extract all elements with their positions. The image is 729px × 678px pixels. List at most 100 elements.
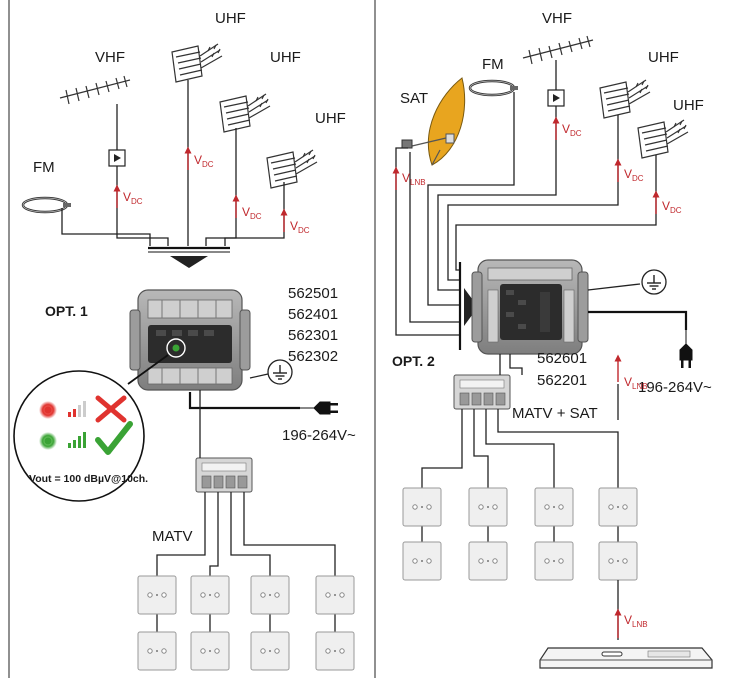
status-led (172, 344, 180, 352)
svg-text:V: V (624, 167, 632, 181)
satellite-receiver-icon (539, 647, 713, 669)
label-fm: FM (33, 159, 55, 176)
label-sat: SAT (400, 90, 428, 107)
svg-text:DC: DC (202, 160, 214, 169)
svg-text:V: V (242, 205, 250, 219)
left-vdc-4: V DC (280, 208, 310, 235)
svg-text:V: V (402, 171, 410, 185)
vhf-preamp-icon (108, 149, 126, 167)
right-vdc-1: V DC (552, 116, 582, 140)
left-outlet-1 (137, 575, 177, 615)
label-uhf-right-2: UHF (673, 97, 704, 114)
right-outlet-5 (402, 541, 442, 581)
label-fm-right: FM (482, 56, 504, 73)
right-input-arrow-icon (464, 288, 478, 326)
right-outlet-6 (468, 541, 508, 581)
led-status-panel: Vout = 100 dBµV@10ch. (13, 370, 148, 502)
left-splitter (195, 457, 253, 493)
power-plug-right-icon (679, 329, 693, 369)
led-highlight-ring (166, 338, 186, 358)
cross-icon (95, 395, 127, 423)
right-outlet-7 (534, 541, 574, 581)
left-vdc-1: V DC (113, 184, 143, 208)
right-outlet-3 (534, 487, 574, 527)
svg-text:DC: DC (250, 212, 262, 221)
ground-right-icon (641, 269, 667, 295)
option-1-label: OPT. 1 (45, 303, 88, 319)
left-distribution-label: MATV (152, 528, 193, 545)
right-vdc-2: V DC (614, 158, 644, 183)
svg-text:DC: DC (298, 226, 310, 235)
svg-text:V: V (662, 199, 670, 213)
fm-antenna-right-icon (468, 79, 520, 97)
right-outlet-2 (468, 487, 508, 527)
option-2-label: OPT. 2 (392, 353, 435, 369)
right-power-label: 196-264V~ (638, 379, 712, 396)
right-outlet-1 (402, 487, 442, 527)
uhf-antenna-right-2-icon (637, 119, 689, 159)
vhf-antenna-right-icon (522, 35, 594, 65)
svg-text:DC: DC (670, 206, 682, 215)
right-vdc-3: V DC (652, 190, 682, 215)
left-outlet-2 (190, 575, 230, 615)
satellite-dish-icon (401, 77, 466, 166)
left-outlet-5 (137, 631, 177, 671)
svg-text:LNB: LNB (632, 382, 648, 391)
weak-signal-icon (68, 401, 86, 417)
right-vlnb-3: V LNB (614, 608, 648, 638)
power-plug-icon (299, 401, 339, 415)
label-uhf-right-1: UHF (648, 49, 679, 66)
svg-text:V: V (624, 375, 632, 389)
svg-text:LNB: LNB (632, 620, 648, 629)
label-uhf-top: UHF (215, 10, 246, 27)
model-4: 562302 (288, 348, 338, 365)
model-2: 562401 (288, 306, 338, 323)
svg-text:DC: DC (632, 174, 644, 183)
right-distribution-label: MATV + SAT (512, 405, 598, 422)
svg-text:V: V (290, 219, 298, 233)
left-outlet-7 (250, 631, 290, 671)
svg-text:V: V (562, 122, 570, 136)
uhf-mid-antenna-icon (219, 93, 271, 133)
left-vdc-3: V DC (232, 194, 262, 221)
right-vlnb-1: V LNB (392, 166, 426, 190)
label-vhf-right: VHF (542, 10, 572, 27)
vhf-preamp-right-icon (547, 89, 565, 107)
uhf-top-antenna-icon (171, 43, 223, 83)
input-arrow-icon (170, 256, 208, 268)
svg-text:DC: DC (570, 129, 582, 138)
svg-text:LNB: LNB (410, 178, 426, 187)
right-vlnb-2: V LNB (614, 354, 648, 391)
left-outlet-6 (190, 631, 230, 671)
svg-text:V: V (194, 153, 202, 167)
left-outlet-8 (315, 631, 355, 671)
right-amplifier (471, 259, 589, 355)
left-outlet-4 (315, 575, 355, 615)
left-amplifier (129, 289, 251, 391)
uhf-right-antenna-icon (266, 149, 318, 189)
model-3: 562301 (288, 327, 338, 344)
right-outlet-8 (598, 541, 638, 581)
svg-text:V: V (624, 613, 632, 627)
right-splitter (453, 374, 511, 410)
right-outlet-4 (598, 487, 638, 527)
ground-icon (267, 359, 293, 385)
right-model-2: 562201 (537, 372, 587, 389)
left-outlet-3 (250, 575, 290, 615)
left-vdc-2: V DC (184, 146, 214, 170)
fm-antenna-icon (21, 196, 73, 214)
left-power-label: 196-264V~ (282, 427, 356, 444)
strong-signal-icon (68, 432, 86, 448)
svg-text:V: V (123, 190, 131, 204)
check-icon (95, 421, 133, 455)
label-vhf: VHF (95, 49, 125, 66)
right-panel: VHF FM SAT UHF UHF (392, 10, 713, 669)
uhf-antenna-right-1-icon (599, 79, 651, 119)
vhf-antenna-icon (59, 75, 131, 105)
vout-text: Vout = 100 dBµV@10ch. (29, 473, 148, 485)
svg-text:DC: DC (131, 197, 143, 206)
label-uhf-right: UHF (315, 110, 346, 127)
label-uhf-mid: UHF (270, 49, 301, 66)
